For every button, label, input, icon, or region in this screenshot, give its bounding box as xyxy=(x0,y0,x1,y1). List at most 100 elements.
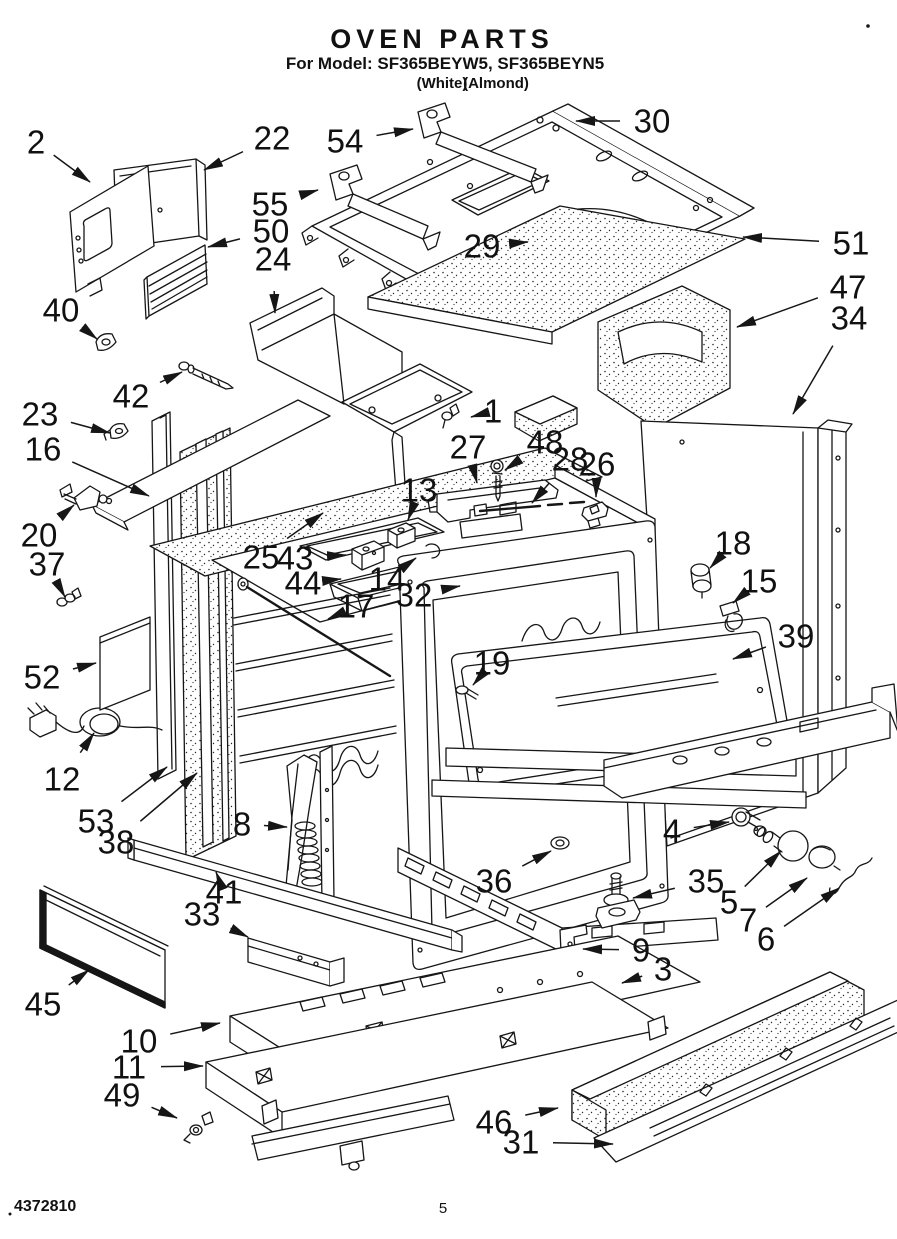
callout-leader-43 xyxy=(326,551,347,562)
callout-leader-8 xyxy=(263,820,288,831)
callout-31: 31 xyxy=(503,1124,540,1161)
callout-28: 28 xyxy=(552,441,589,478)
callout-4: 4 xyxy=(663,813,681,850)
callout-leader-11 xyxy=(160,1061,204,1072)
callout-53: 53 xyxy=(78,803,115,840)
callout-38: 38 xyxy=(98,824,135,861)
print-speck-top xyxy=(866,24,870,28)
callout-55: 55 xyxy=(252,186,289,223)
callout-45: 45 xyxy=(25,986,62,1023)
part-bottom-insulation xyxy=(571,971,897,1163)
callout-15: 15 xyxy=(741,563,778,600)
callout-leader-36 xyxy=(521,850,552,867)
callout-leader-44 xyxy=(321,576,342,586)
callout-18: 18 xyxy=(715,525,752,562)
callout-8: 8 xyxy=(233,806,251,843)
callout-leader-51 xyxy=(742,233,820,244)
model-line: For Model: SF365BEYW5, SF365BEYN5 xyxy=(286,54,604,73)
callout-leader-35 xyxy=(632,887,676,899)
callout-leader-19 xyxy=(472,667,490,686)
callout-leader-9 xyxy=(582,944,620,955)
callout-leader-46 xyxy=(525,1107,559,1117)
callout-43: 43 xyxy=(277,540,314,577)
callout-leader-40 xyxy=(79,323,98,340)
callout-leader-10 xyxy=(170,1022,221,1035)
callout-47: 47 xyxy=(830,269,867,306)
callout-leader-18 xyxy=(709,550,727,569)
callout-19: 19 xyxy=(474,645,511,682)
diagram-art xyxy=(8,24,897,1216)
callout-24: 24 xyxy=(255,241,292,278)
callout-14: 14 xyxy=(369,561,406,598)
callout-42: 42 xyxy=(113,378,150,415)
callout-leader-55 xyxy=(298,189,319,201)
callout-leader-48 xyxy=(504,455,524,471)
callout-leader-28 xyxy=(531,482,550,504)
callout-5: 5 xyxy=(720,884,738,921)
part-power-cord xyxy=(27,616,163,738)
callout-12: 12 xyxy=(44,761,81,798)
callout-49: 49 xyxy=(104,1077,141,1114)
callout-leader-14 xyxy=(397,557,417,574)
callout-leader-24 xyxy=(269,290,280,314)
part-oven-cavity xyxy=(91,399,719,971)
callout-1: 1 xyxy=(484,393,502,430)
callout-54: 54 xyxy=(327,123,364,160)
callout-leader-45 xyxy=(68,969,90,986)
callout-2: 2 xyxy=(27,124,45,161)
callout-leader-54 xyxy=(376,127,414,138)
callout-16: 16 xyxy=(25,431,62,468)
callout-leader-15 xyxy=(732,586,751,604)
callout-13: 13 xyxy=(401,472,438,509)
callout-30: 30 xyxy=(634,103,671,140)
callout-26: 26 xyxy=(579,446,616,483)
callout-leader-20 xyxy=(56,504,75,522)
callout-51: 51 xyxy=(833,225,870,262)
callout-17: 17 xyxy=(338,588,375,625)
page-title: OVEN PARTS xyxy=(330,24,554,54)
callout-39: 39 xyxy=(778,618,815,655)
callout-leader-17 xyxy=(327,606,348,620)
callout-leader-22 xyxy=(203,150,244,171)
callout-leader-52 xyxy=(72,662,97,673)
color-option-almond: (Almond) xyxy=(463,75,529,92)
callout-9: 9 xyxy=(632,932,650,969)
callout-leader-25 xyxy=(286,512,324,540)
callout-leader-4 xyxy=(693,820,730,830)
callout-40: 40 xyxy=(43,292,80,329)
callout-7: 7 xyxy=(739,902,757,939)
callout-44: 44 xyxy=(285,565,322,602)
callout-leader-27 xyxy=(467,463,478,484)
callout-36: 36 xyxy=(476,863,513,900)
callout-leader-16 xyxy=(71,461,150,497)
part-bottom-rails xyxy=(127,837,463,987)
callout-52: 52 xyxy=(24,659,61,696)
part-oven-rack xyxy=(431,616,897,809)
part-small-left xyxy=(56,333,234,607)
part-rear-panel-group xyxy=(69,158,208,320)
callout-11: 11 xyxy=(112,1049,146,1086)
callout-leader-41 xyxy=(215,871,228,892)
part-door-hinge xyxy=(285,745,335,907)
page-number: 5 xyxy=(439,1200,447,1217)
part-front-panel xyxy=(39,885,169,1009)
callout-37: 37 xyxy=(29,546,66,583)
callout-32: 32 xyxy=(396,577,433,614)
callout-27: 27 xyxy=(450,429,487,466)
callout-leader-34 xyxy=(792,345,834,415)
callout-leader-5 xyxy=(744,850,782,888)
callout-48: 48 xyxy=(527,424,564,461)
callout-23: 23 xyxy=(22,396,59,433)
callout-leader-23 xyxy=(70,421,111,434)
callout-34: 34 xyxy=(831,300,868,337)
callout-leader-6 xyxy=(783,887,840,928)
callout-41: 41 xyxy=(206,874,243,911)
callout-leader-13 xyxy=(407,500,420,521)
callout-35: 35 xyxy=(688,863,725,900)
callout-leader-7 xyxy=(765,877,808,908)
callout-leader-37 xyxy=(51,577,66,598)
callout-leader-50 xyxy=(207,237,241,248)
